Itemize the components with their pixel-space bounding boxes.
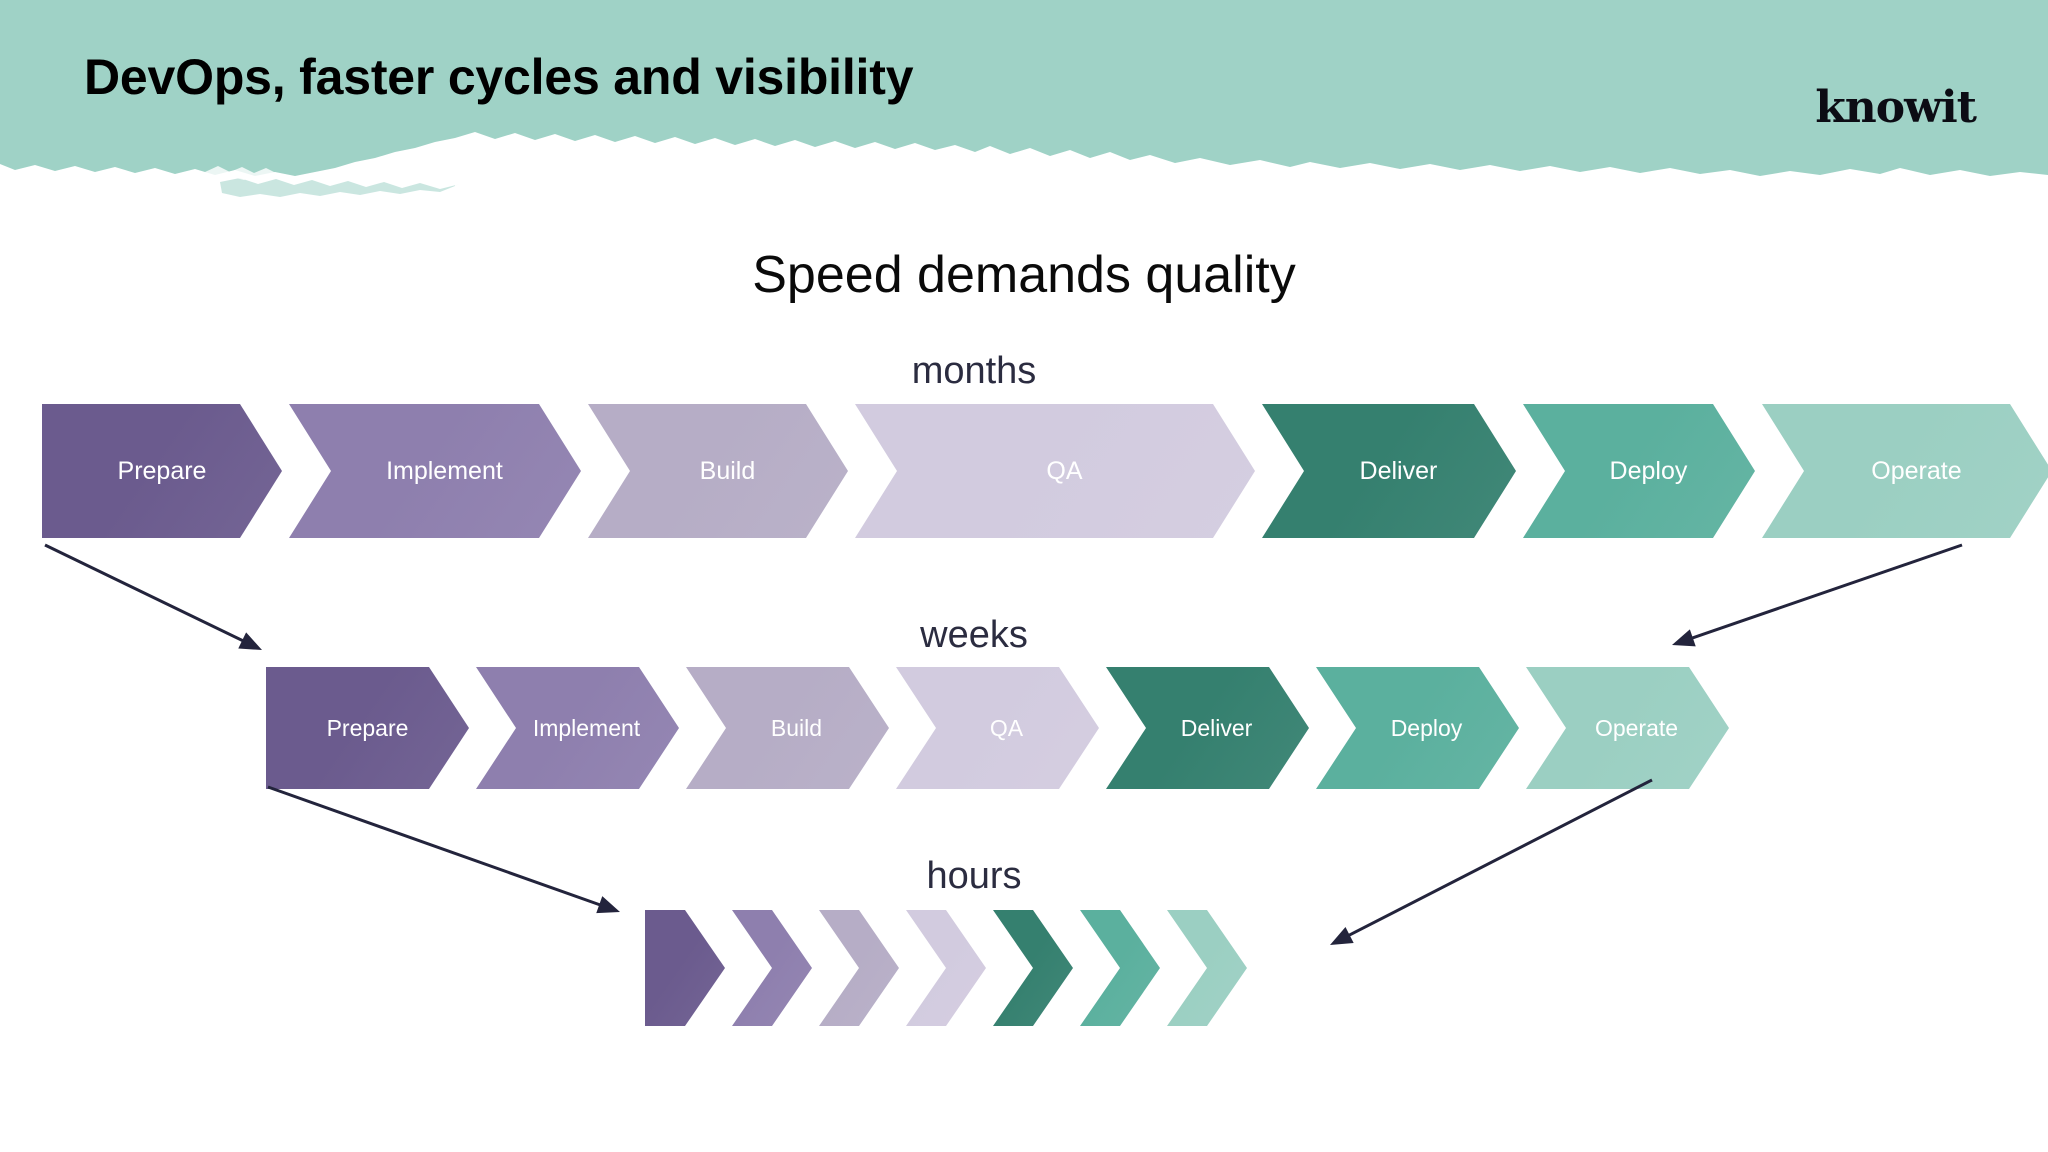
chevron-label: Prepare — [326, 714, 409, 741]
chevron-hours-prepare[interactable] — [645, 910, 725, 1026]
chevron-label: Deploy — [1609, 456, 1688, 485]
header-band-shape — [0, 0, 2048, 197]
chevron-label: Implement — [532, 714, 641, 741]
chevron-label: QA — [989, 714, 1024, 741]
chevron-months-deliver[interactable]: Deliver — [1262, 404, 1516, 538]
process-row-hours — [0, 910, 2048, 1026]
chevron-weeks-implement[interactable]: Implement — [476, 667, 679, 789]
chevron-hours-deliver[interactable] — [993, 910, 1073, 1026]
weeks-to-hours-left — [267, 785, 620, 914]
months-to-weeks-left — [44, 543, 262, 650]
chevron-label: Build — [699, 456, 756, 485]
chevron-months-implement[interactable]: Implement — [289, 404, 581, 538]
chevron-label: Operate — [1871, 456, 1962, 485]
chevron-hours-build[interactable] — [819, 910, 899, 1026]
chevron-weeks-prepare[interactable]: Prepare — [266, 667, 469, 789]
arrow-shaft — [267, 785, 606, 909]
chevron-label: Build — [770, 714, 823, 741]
chevron-label: QA — [1046, 456, 1083, 485]
chevron-label: Deliver — [1180, 714, 1253, 741]
chevron-months-qa[interactable]: QA — [855, 404, 1255, 538]
chevron-weeks-deploy[interactable]: Deploy — [1316, 667, 1519, 789]
chevron-weeks-operate[interactable]: Operate — [1526, 667, 1729, 789]
chevron-months-operate[interactable]: Operate — [1762, 404, 2048, 538]
chevron-hours-implement[interactable] — [732, 910, 812, 1026]
chevron-hours-deploy[interactable] — [1080, 910, 1160, 1026]
chevron-weeks-deliver[interactable]: Deliver — [1106, 667, 1309, 789]
row-label-months: months — [911, 350, 1037, 392]
chevron-label: Prepare — [117, 456, 207, 485]
arrow-shaft — [44, 543, 249, 645]
main-heading: Speed demands quality — [752, 246, 1296, 304]
chevron-label: Deploy — [1390, 714, 1463, 741]
page-title: DevOps, faster cycles and visibility — [84, 49, 914, 105]
chevron-label: Implement — [386, 456, 503, 485]
chevron-label: Operate — [1594, 714, 1679, 741]
chevron-months-build[interactable]: Build — [588, 404, 848, 538]
process-row-months: Prepare Implement Build QA Deliver Deploy Oper… — [0, 404, 2048, 538]
chevron-months-prepare[interactable]: Prepare — [42, 404, 282, 538]
arrow-shaft — [1686, 543, 1963, 642]
months-to-weeks-right — [1672, 543, 1963, 647]
knowit-logo: knowit — [1815, 82, 1977, 133]
chevron-label: Deliver — [1359, 456, 1438, 485]
chevron-months-deploy[interactable]: Deploy — [1523, 404, 1755, 538]
header-band: DevOps, faster cycles and visibility kno… — [0, 0, 2048, 200]
process-row-weeks: Prepare Implement Build QA Deliver Deploy Oper… — [0, 667, 2048, 789]
chevron-weeks-build[interactable]: Build — [686, 667, 889, 789]
arrow-head — [238, 632, 262, 650]
row-label-weeks: weeks — [920, 614, 1028, 656]
chevron-weeks-qa[interactable]: QA — [896, 667, 1099, 789]
chevron-hours-operate[interactable] — [1167, 910, 1247, 1026]
arrow-head — [1672, 629, 1696, 647]
row-label-hours: hours — [926, 855, 1022, 897]
chevron-hours-qa[interactable] — [906, 910, 986, 1026]
